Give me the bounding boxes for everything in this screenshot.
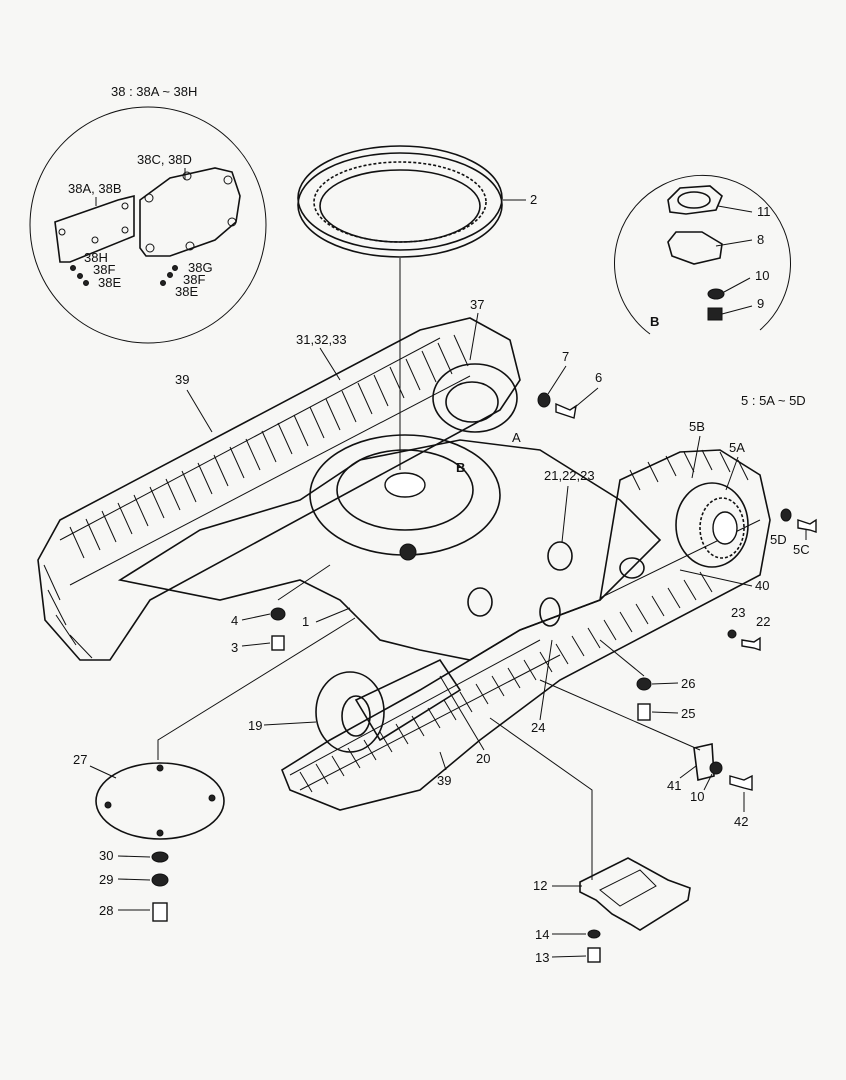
- cover-27: [95, 762, 225, 840]
- washer-10: [707, 288, 725, 300]
- idler-19: [315, 671, 385, 753]
- swing-bearing-ring: 2: [297, 145, 537, 258]
- label-38e-right: 38E: [175, 284, 198, 299]
- bolt-42: [729, 774, 753, 791]
- carrier-roller-upper: [547, 541, 573, 571]
- bolt-9: [707, 307, 723, 321]
- detail-b-group: 11 8 10 9 B: [614, 174, 791, 335]
- washer-26: [636, 677, 652, 691]
- plate-11: [667, 185, 723, 215]
- bolt-28: [152, 902, 168, 922]
- label-19: 19: [248, 718, 262, 733]
- cover-38c-38d: [139, 167, 241, 257]
- nut-7: [537, 392, 551, 408]
- label-28: 28: [99, 903, 113, 918]
- label-20: 20: [476, 751, 490, 766]
- bolts-3-4: 4 3: [231, 564, 331, 655]
- label-26: 26: [681, 676, 695, 691]
- label-38-range: 38 : 38A ~ 38H: [111, 84, 197, 99]
- label-38f-left: 38F: [93, 262, 115, 277]
- label-5b: 5B: [689, 419, 705, 434]
- guard-12: [579, 857, 691, 931]
- label-7: 7: [562, 349, 569, 364]
- cover-27-group: 27 30 29 28: [73, 617, 356, 922]
- label-38h: 38H: [84, 250, 108, 265]
- washer-30: [151, 851, 169, 863]
- washer-10-lower: [709, 761, 723, 775]
- carrier-roller-lower: [467, 587, 493, 617]
- detail-38-group: 38 : 38A ~ 38H 38C, 38D 38A, 38B 38H 38F…: [29, 84, 267, 344]
- bolts-25-26: 26 25: [599, 639, 695, 721]
- nut-23: [727, 629, 737, 639]
- label-39-lower: 39: [437, 773, 451, 788]
- left-track-assembly: 37 31,32,33 39 A 7 6: [37, 297, 602, 661]
- label-30: 30: [99, 848, 113, 863]
- label-14: 14: [535, 927, 549, 942]
- bolt-13: [587, 947, 601, 963]
- label-11: 11: [757, 204, 771, 219]
- label-9: 9: [757, 296, 764, 311]
- label-10-detail: 10: [755, 268, 769, 283]
- idler-37: [432, 363, 518, 433]
- washer-14: [587, 929, 601, 939]
- nut-5d: [780, 508, 792, 522]
- center-frame: B 1: [117, 434, 662, 661]
- label-38a-38b: 38A, 38B: [68, 181, 122, 196]
- label-41: 41: [667, 778, 681, 793]
- bracket-41-group: 41 10 42: [539, 679, 753, 829]
- label-27: 27: [73, 752, 87, 767]
- plate-8: [667, 231, 723, 265]
- label-6: 6: [595, 370, 602, 385]
- label-22: 22: [756, 614, 770, 629]
- label-a: A: [512, 430, 521, 445]
- bolt-22: [741, 636, 761, 651]
- label-42: 42: [734, 814, 748, 829]
- guard-12-group: 12 14 13: [489, 717, 691, 965]
- washer-29: [151, 873, 169, 887]
- label-1: 1: [302, 614, 309, 629]
- label-24: 24: [531, 720, 545, 735]
- right-track-assembly: 5B 5A 5 : 5A ~ 5D 5D 5C 40 21,22,23 23 2…: [248, 393, 817, 811]
- label-25: 25: [681, 706, 695, 721]
- label-13: 13: [535, 950, 549, 965]
- left-track: [37, 317, 521, 661]
- right-track: [281, 449, 771, 811]
- label-31-32-33: 31,32,33: [296, 332, 347, 347]
- label-10-lower: 10: [690, 789, 704, 804]
- label-29: 29: [99, 872, 113, 887]
- label-38e-left: 38E: [98, 275, 121, 290]
- label-40: 40: [755, 578, 769, 593]
- label-5-range: 5 : 5A ~ 5D: [741, 393, 806, 408]
- label-23: 23: [731, 605, 745, 620]
- label-5a: 5A: [729, 440, 745, 455]
- label-b-detail: B: [650, 314, 659, 329]
- bracket-41: [693, 743, 715, 781]
- washer-4: [270, 607, 286, 621]
- label-21-22-23: 21,22,23: [544, 468, 595, 483]
- label-12: 12: [533, 878, 547, 893]
- bolt-3: [271, 635, 285, 651]
- bolt-5c: [797, 518, 817, 533]
- label-5d: 5D: [770, 532, 787, 547]
- label-4: 4: [231, 613, 238, 628]
- bolt-6: [555, 402, 577, 419]
- bolt-25: [637, 703, 651, 721]
- plate-38a-38b: [54, 194, 135, 263]
- label-8: 8: [757, 232, 764, 247]
- label-b: B: [456, 460, 465, 475]
- label-5c: 5C: [793, 542, 810, 557]
- label-3: 3: [231, 640, 238, 655]
- sprocket: [675, 482, 749, 568]
- label-2: 2: [530, 192, 537, 207]
- label-38g: 38G: [188, 260, 213, 275]
- label-37: 37: [470, 297, 484, 312]
- label-39-upper: 39: [175, 372, 189, 387]
- label-38f-right: 38F: [183, 272, 205, 287]
- label-38c-38d: 38C, 38D: [137, 152, 192, 167]
